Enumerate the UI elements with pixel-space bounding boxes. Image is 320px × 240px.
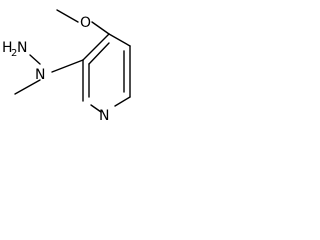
c2-n-bond: [51, 59, 84, 73]
molecule-diagram: O H 2 N N N: [2, 9, 131, 124]
n-methyl-bond: [14, 79, 41, 95]
amine-n-label: N: [35, 67, 45, 83]
ring-n-label: N: [99, 108, 109, 124]
methyl-o-bond: [56, 9, 79, 23]
chemical-structure-canvas: O H 2 N N N: [0, 0, 166, 149]
ring-bond-c2-c3-double: [88, 42, 110, 65]
ring-bond-c3-c4: [108, 33, 131, 47]
n-n-bond: [29, 54, 41, 65]
hydrazine-subscript-label: 2: [11, 48, 17, 59]
oxygen-label: O: [80, 15, 91, 31]
ring-bond-c2-c3: [82, 33, 110, 61]
hydrazine-h-label: H: [2, 40, 13, 56]
ring-bond-c5-c6: [114, 96, 131, 107]
o-ring-bond: [91, 21, 110, 35]
ring-bond-c6-n: [90, 104, 102, 113]
hydrazine-n-label: N: [17, 40, 27, 56]
